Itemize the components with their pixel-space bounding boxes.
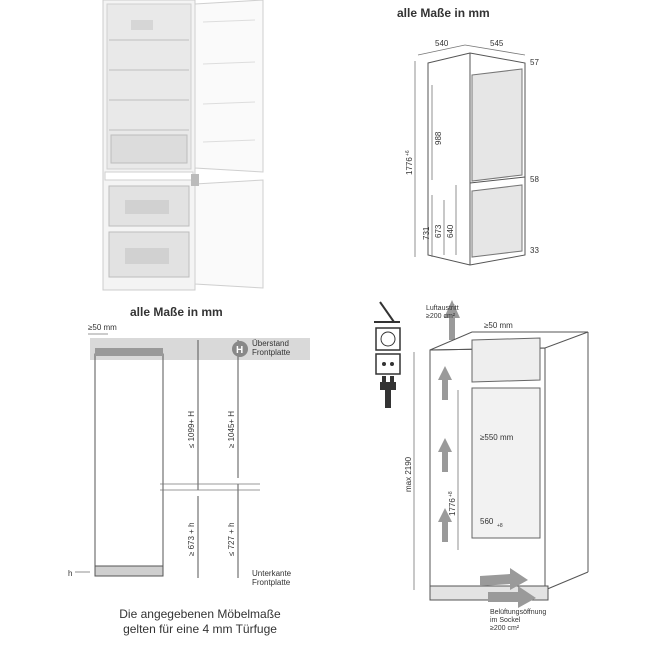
caption-top-right: alle Maße in mm [397, 6, 490, 20]
dim-depth-niche: ≥550 mm [480, 433, 514, 442]
air-arrow-base-icon [480, 568, 528, 590]
dim-depth: 540 [435, 39, 449, 48]
air-arrow-inner3-icon [438, 508, 452, 542]
dim-width: 545 [490, 39, 504, 48]
ventilation-drawing: Luftaustritt ≥200 cm² ≥50 mm ≥550 mm max… [374, 300, 589, 632]
fridge-photo [102, 0, 264, 291]
overhang-badge: H [236, 345, 243, 356]
dim-upper-left: ≤ 1099+ H [187, 411, 196, 448]
plug-icon [380, 376, 396, 408]
dim-total-height: 1776 [405, 157, 414, 175]
dim-h731: 731 [422, 226, 431, 240]
air-arrow-out-icon [488, 586, 536, 608]
dim-height-niche: 1776 [448, 498, 457, 516]
dim-width-niche: 560 [480, 517, 494, 526]
dim-lower-right: ≤ 727 + h [227, 522, 236, 556]
air-in-label: Belüftungsöffnung im Sockel ≥200 cm² [490, 609, 548, 632]
dimension-drawing-top: 540 545 57 58 33 1776 +6 988 731 673 640 [405, 39, 539, 266]
dim-width-niche-sub: +8 [497, 523, 503, 529]
dim-max-height: max 2190 [404, 456, 413, 492]
air-arrow-inner2-icon [438, 438, 452, 472]
bottom-edge-label: Unterkante Frontplatte [252, 569, 292, 587]
air-out-label: Luftaustritt ≥200 cm² [426, 305, 461, 320]
dim-height-niche-sub: +8 [448, 491, 454, 497]
dim-lower-left: ≥ 673 + h [187, 522, 196, 556]
dim-freezer-height: 640 [446, 224, 455, 238]
overhang-label: Überstand Frontplatte [252, 339, 291, 357]
caption-top-left: alle Maße in mm [130, 305, 223, 319]
dim-gap: 58 [530, 175, 539, 184]
note-line2: gelten für eine 4 mm Türfuge [123, 622, 277, 636]
dim-top-right: ≥50 mm [484, 321, 513, 330]
dim-h: h [68, 569, 72, 578]
dim-top-left: ≥50 mm [88, 323, 117, 332]
dim-upper-right: ≥ 1045+ H [227, 411, 236, 448]
air-arrow-up-icon [444, 300, 460, 340]
socket-icon [374, 301, 401, 375]
dim-bottom: 33 [530, 246, 539, 255]
note-line1: Die angegebenen Möbelmaße [119, 607, 281, 621]
air-arrow-inner1-icon [438, 366, 452, 400]
dim-top: 57 [530, 58, 539, 67]
dim-fridge-height: 988 [434, 131, 443, 145]
niche-drawing: ≥50 mm H ≤ 1099+ H ≥ 1045+ H ≥ 673 + h ≤… [68, 323, 310, 578]
dim-total-height-sub: +6 [405, 150, 411, 156]
dim-h673: 673 [434, 224, 443, 238]
